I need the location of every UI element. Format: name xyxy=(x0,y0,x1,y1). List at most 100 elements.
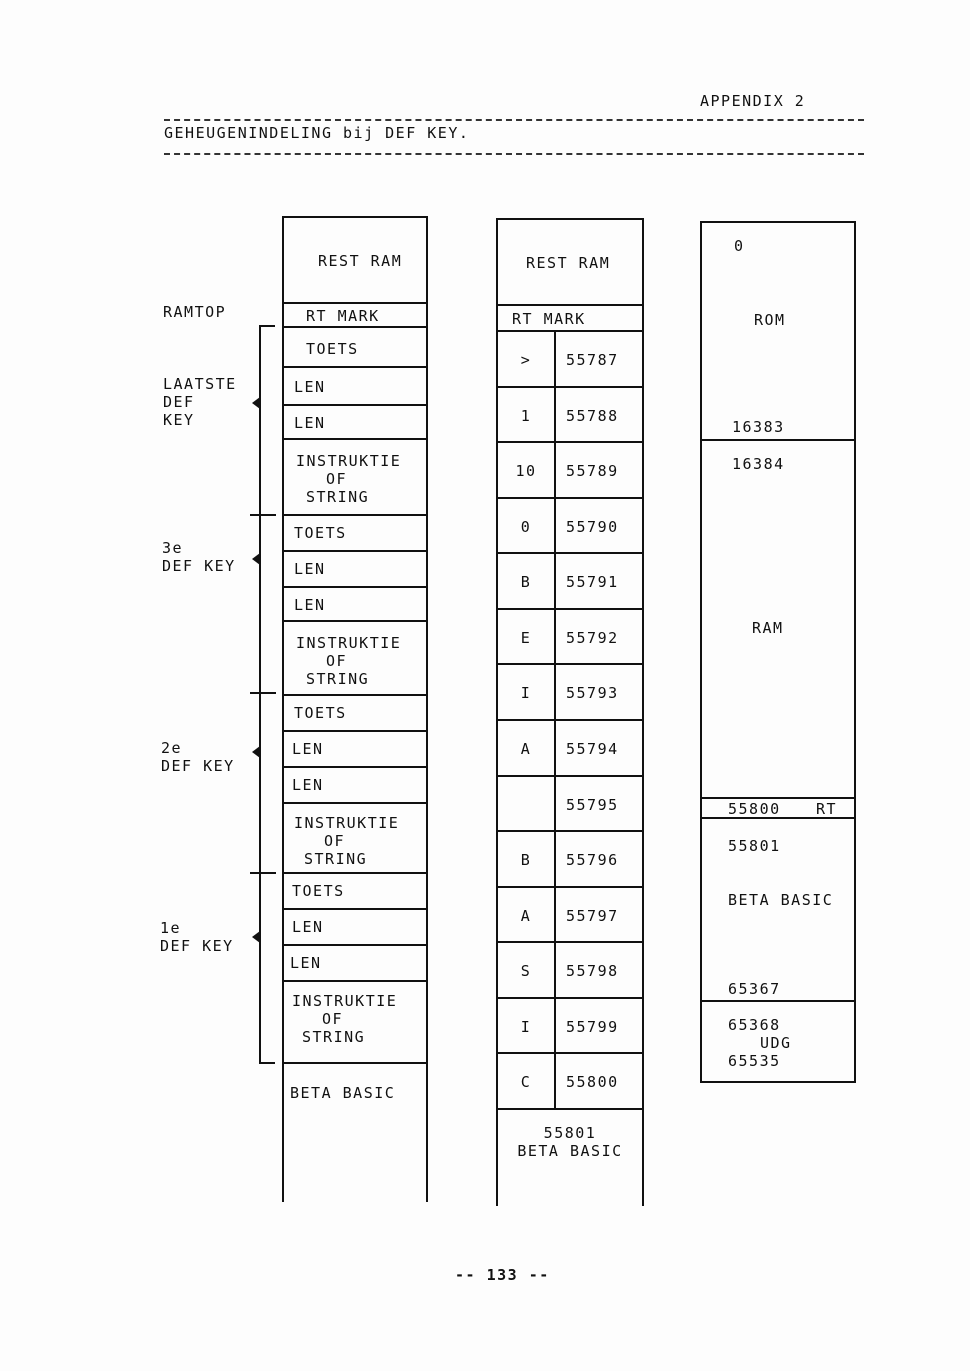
ram-start-text: 16384 xyxy=(732,455,785,473)
string-text: STRING xyxy=(302,1028,366,1046)
row-address-text: 55792 xyxy=(566,629,619,647)
rt-mark-cell: RT MARK xyxy=(498,306,642,332)
row-key-text: 0 xyxy=(520,518,532,536)
len-text: LEN xyxy=(294,414,326,432)
row-divider xyxy=(554,332,556,386)
len-cell: LEN xyxy=(284,910,426,946)
of-text: OF xyxy=(326,470,348,488)
header-rule-bottom xyxy=(164,153,864,155)
row-divider xyxy=(554,1054,556,1108)
address-row: 55795 xyxy=(498,777,642,832)
row-divider xyxy=(554,999,556,1052)
laatste-label-1: LAATSTE xyxy=(163,375,237,393)
rt-text: RT xyxy=(816,800,838,818)
row-address-text: 55798 xyxy=(566,962,619,980)
of-text: OF xyxy=(324,832,346,850)
len-text: LEN xyxy=(294,560,326,578)
len-text: LEN xyxy=(292,776,324,794)
row-divider xyxy=(554,610,556,663)
second-key-label-2: DEF KEY xyxy=(161,757,235,775)
len-cell: LEN xyxy=(284,368,426,406)
ramtop-label: RAMTOP xyxy=(163,303,227,321)
instruktie-text: INSTRUKTIE xyxy=(296,634,402,652)
appendix-label: APPENDIX 2 xyxy=(700,92,806,110)
row-key-text: 10 xyxy=(515,462,537,480)
rt-cell: 55800 RT xyxy=(702,799,854,819)
beta-basic-cell: 55801 BETA BASIC 65367 xyxy=(702,819,854,1002)
third-key-label-1: 3e xyxy=(162,539,184,557)
row-address-text: 55796 xyxy=(566,851,619,869)
row-address-text: 55787 xyxy=(566,351,619,369)
len-cell: LEN xyxy=(284,768,426,804)
ram-text: RAM xyxy=(752,619,784,637)
toets-cell: TOETS xyxy=(284,874,426,910)
second-key-label-1: 2e xyxy=(161,739,183,757)
rt-addr-text: 55800 xyxy=(728,800,781,818)
row-address-text: 55793 xyxy=(566,684,619,702)
beta-basic-text: BETA BASIC xyxy=(728,891,834,909)
instruktie-cell: INSTRUKTIE OF STRING xyxy=(284,982,426,1064)
instruktie-text: INSTRUKTIE xyxy=(296,452,402,470)
rest-ram-text: REST RAM xyxy=(318,252,403,270)
row-divider xyxy=(554,943,556,997)
total-memory-column: 0 ROM 16383 16384 RAM 55800 RT 55801 BET… xyxy=(700,221,856,1083)
arrow-1e-icon xyxy=(252,931,260,943)
laatste-label-3: KEY xyxy=(163,411,195,429)
row-key-text: S xyxy=(520,962,532,980)
row-address-text: 55790 xyxy=(566,518,619,536)
row-address-text: 55788 xyxy=(566,407,619,425)
bracket-bottom-tick xyxy=(259,1062,275,1064)
row-address-text: 55791 xyxy=(566,573,619,591)
rt-mark-cell: RT MARK xyxy=(284,304,426,328)
row-divider xyxy=(554,388,556,441)
toets-text: TOETS xyxy=(306,340,359,358)
of-text: OF xyxy=(322,1010,344,1028)
row-key-text: A xyxy=(520,740,532,758)
len-text: LEN xyxy=(292,918,324,936)
len-cell: LEN xyxy=(284,406,426,440)
bracket-top-tick xyxy=(259,325,275,327)
row-divider xyxy=(554,832,556,886)
instruktie-text: INSTRUKTIE xyxy=(292,992,398,1010)
row-divider xyxy=(554,665,556,719)
toets-text: TOETS xyxy=(294,704,347,722)
len-text: LEN xyxy=(294,378,326,396)
address-row: S 55798 xyxy=(498,943,642,999)
def-key-memory-column: REST RAM RT MARK TOETS LEN LEN INSTRUKTI… xyxy=(282,216,428,1202)
toets-cell: TOETS xyxy=(284,696,426,732)
instruktie-cell: INSTRUKTIE OF STRING xyxy=(284,804,426,874)
row-divider xyxy=(554,443,556,497)
rt-mark-text: RT MARK xyxy=(512,310,586,328)
third-key-label-2: DEF KEY xyxy=(162,557,236,575)
row-address-text: 55797 xyxy=(566,907,619,925)
toets-text: TOETS xyxy=(294,524,347,542)
row-key-text: B xyxy=(520,851,532,869)
row-key-text: I xyxy=(520,1018,532,1036)
address-row: C 55800 xyxy=(498,1054,642,1110)
beta-basic-cell: BETA BASIC xyxy=(284,1064,426,1202)
len-text: LEN xyxy=(292,740,324,758)
row-key-text: I xyxy=(520,684,532,702)
rom-start-text: 0 xyxy=(734,237,745,255)
row-key-text: C xyxy=(520,1073,532,1091)
rom-end-text: 16383 xyxy=(732,418,785,436)
arrow-3e-icon xyxy=(252,553,260,565)
len-text: LEN xyxy=(290,954,322,972)
rest-ram-cell: REST RAM xyxy=(498,220,642,306)
beta-basic-end-text: 65367 xyxy=(728,980,781,998)
row-address-text: 55800 xyxy=(566,1073,619,1091)
toets-cell: TOETS xyxy=(284,516,426,552)
beta-basic-bottom-cell: 55801 BETA BASIC xyxy=(498,1110,642,1206)
rest-ram-cell: REST RAM xyxy=(284,218,426,304)
bracket-tick-1e xyxy=(250,872,276,874)
rom-text: ROM xyxy=(754,311,786,329)
page-title: GEHEUGENINDELING bij DEF KEY. xyxy=(164,124,470,142)
bracket-tick-3e xyxy=(250,514,276,516)
arrow-2e-icon xyxy=(252,746,260,758)
udg-end-text: 65535 xyxy=(728,1052,781,1070)
row-divider xyxy=(554,554,556,608)
arrow-laatste-icon xyxy=(252,397,260,409)
